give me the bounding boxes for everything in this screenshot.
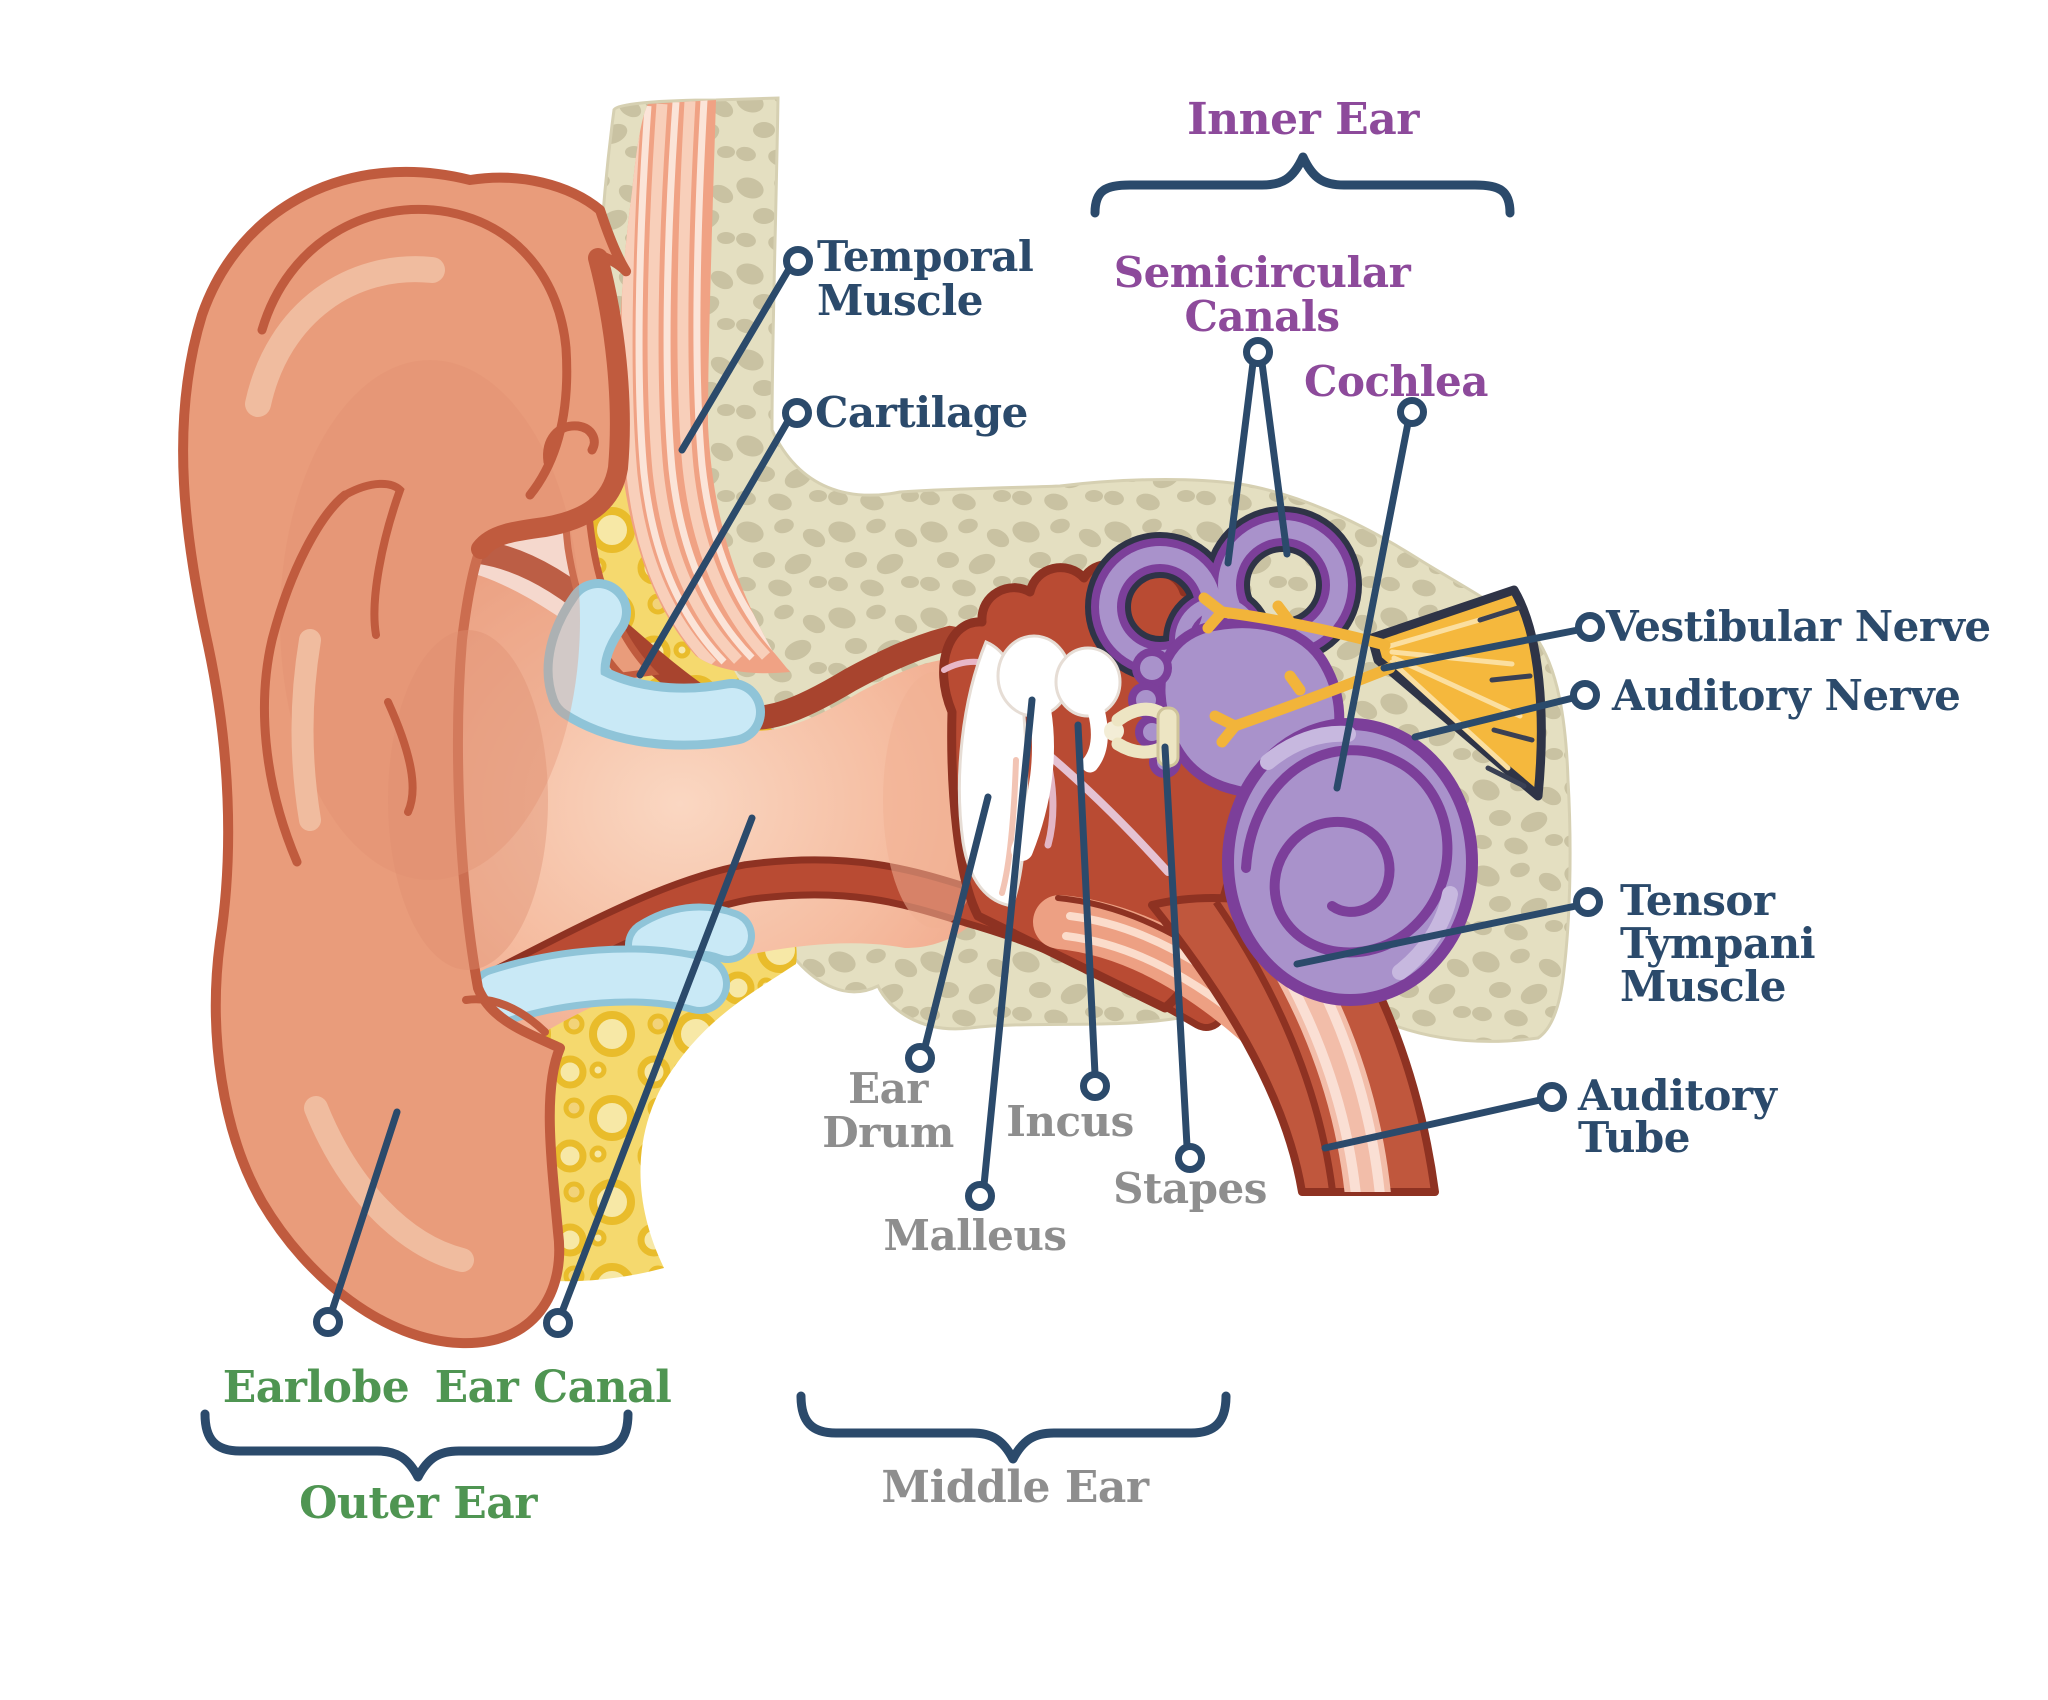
- nerve-fan-dark-streaks: [1477, 605, 1535, 789]
- label-temporal-muscle-line2: Muscle: [817, 276, 983, 325]
- concha-shadow: [388, 630, 548, 970]
- label-malleus: Malleus: [883, 1211, 1066, 1260]
- leader-lines: [313, 246, 1605, 1338]
- leader-dot-earlobe: [313, 1307, 343, 1337]
- label-middle-ear: Middle Ear: [881, 1462, 1150, 1513]
- label-incus: Incus: [1006, 1097, 1133, 1146]
- middle-ear-brace: [796, 1391, 1231, 1464]
- leader-cartilage: [636, 417, 792, 679]
- leader-dot-vestibular-nerve: [1575, 612, 1605, 642]
- label-stapes: Stapes: [1113, 1164, 1267, 1213]
- leader-dot-semicircular-canals: [1243, 337, 1273, 367]
- label-cochlea: Cochlea: [1304, 357, 1488, 406]
- leader-temporal-muscle: [678, 265, 793, 454]
- cochlea-shape: [1222, 718, 1478, 1006]
- label-tensor-tympani-line2: Tympani: [1620, 919, 1815, 968]
- label-cartilage: Cartilage: [815, 388, 1028, 437]
- label-outer-ear: Outer Ear: [299, 1478, 538, 1529]
- label-auditory-nerve: Auditory Nerve: [1611, 671, 1960, 720]
- inner-ear-structures: [1085, 506, 1546, 1006]
- group-braces: [200, 152, 1515, 1482]
- cartilage-capsule-lower: [468, 945, 730, 1026]
- incus-shape: [1054, 646, 1122, 773]
- temporal-muscle-shape: [618, 100, 790, 674]
- tensor-tendon: [1046, 752, 1172, 876]
- leader-dot-incus: [1080, 1071, 1110, 1101]
- leader-vestibular-nerve: [1380, 626, 1582, 672]
- leader-semicircular-canals-2: [1258, 359, 1291, 558]
- label-earlobe: Earlobe: [223, 1362, 410, 1413]
- label-tensor-tympani-line1: Tensor: [1620, 876, 1776, 925]
- label-ear-drum-line2: Drum: [822, 1108, 954, 1157]
- label-auditory-tube-line1: Auditory: [1577, 1071, 1778, 1120]
- leader-dot-ear-drum: [905, 1043, 935, 1073]
- ear-highlights: [245, 256, 474, 1272]
- leader-dot-temporal-muscle: [783, 246, 813, 276]
- leader-dot-cartilage: [782, 398, 812, 428]
- label-ear-canal: Ear Canal: [435, 1362, 672, 1413]
- ear-fold-lines: [257, 204, 630, 1036]
- label-auditory-tube-line2: Tube: [1578, 1113, 1690, 1162]
- leader-malleus: [980, 696, 1036, 1189]
- leader-dot-tensor-tympani: [1573, 887, 1603, 917]
- leader-dot-malleus: [965, 1181, 995, 1211]
- leader-tensor-tympani: [1293, 902, 1580, 968]
- leader-auditory-tube: [1321, 1096, 1544, 1152]
- leader-dot-stapes: [1175, 1143, 1205, 1173]
- leader-earlobe: [328, 1108, 401, 1315]
- temporal-muscle-striations: [621, 100, 783, 668]
- cartilage-capsule-upper: [625, 903, 755, 972]
- cartilage-hook: [543, 579, 765, 750]
- leader-stapes: [1161, 743, 1191, 1150]
- leader-incus: [1074, 721, 1099, 1078]
- outer-ear-shape: [178, 166, 631, 1349]
- leader-dot-auditory-tube: [1537, 1082, 1567, 1112]
- label-vestibular-nerve: Vestibular Nerve: [1605, 602, 1991, 651]
- leader-dot-auditory-nerve: [1570, 680, 1600, 710]
- leader-auditory-nerve: [1411, 694, 1577, 741]
- leader-semicircular-canals-1: [1224, 359, 1257, 567]
- outer-ear-brace: [200, 1409, 633, 1482]
- leader-cochlea: [1333, 419, 1412, 792]
- inner-ear-brace: [1090, 152, 1515, 218]
- label-semicircular-canals-line2: Canals: [1185, 292, 1340, 341]
- leader-dot-ear-canal: [543, 1308, 573, 1338]
- label-semicircular-canals-line1: Semicircular: [1114, 248, 1412, 297]
- leader-dot-cochlea: [1397, 397, 1427, 427]
- label-tensor-tympani-line3: Muscle: [1620, 962, 1786, 1011]
- label-temporal-muscle-line1: Temporal: [817, 232, 1033, 281]
- malleus-shape: [996, 634, 1072, 861]
- leader-ear-drum: [921, 793, 992, 1051]
- leader-ear-canal: [558, 814, 756, 1316]
- label-inner-ear: Inner Ear: [1187, 94, 1420, 145]
- label-ear-drum-line1: Ear: [848, 1064, 929, 1113]
